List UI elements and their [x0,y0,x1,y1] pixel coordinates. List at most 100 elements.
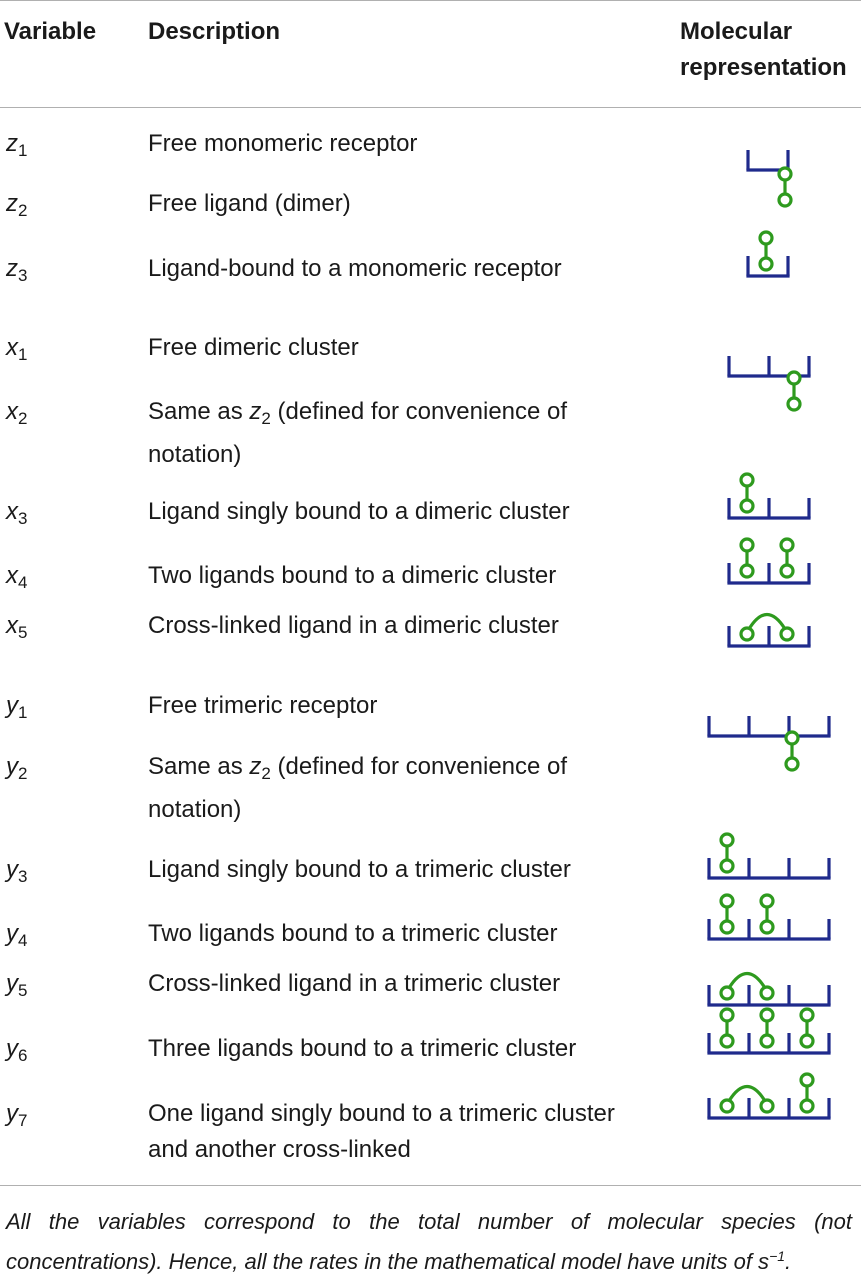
molecular-diagram [784,730,800,772]
ligand-ring [759,1007,775,1023]
ligand-ring [799,1072,815,1088]
variable-symbol: y [6,856,18,883]
description-cell: Same as z2 (defined for convenience of n… [148,394,648,473]
variable-subscript: 2 [18,764,28,783]
variable-symbol: z [6,190,18,217]
description-prefix: Same as [148,753,250,780]
ligand-ring [739,563,755,579]
table-footnote: All the variables correspond to the tota… [6,1205,852,1279]
molecular-diagram [746,230,790,278]
description-suffix: (defined for convenience of notation) [148,398,568,468]
ligand-ring [719,919,735,935]
crosslink-arc [727,971,767,989]
molecular-diagram [707,893,831,941]
footnote-end: . [785,1249,792,1274]
header-molecular: Molecular representation [680,14,847,86]
variable-subscript: 5 [18,981,28,1000]
description-cell: Ligand singly bound to a dimeric cluster [148,498,570,525]
ligand-ring [758,230,774,246]
description-variable: z [249,398,262,425]
variable-subscript: 4 [18,931,28,950]
variable-subscript: 3 [18,266,28,285]
description-cell: Free monomeric receptor [148,130,418,157]
description-subscript: 2 [261,764,271,783]
molecular-diagram [707,971,831,1007]
header-molecular-line2: representation [680,54,847,81]
variable-symbol: x [6,612,18,639]
description-cell: Free ligand (dimer) [148,190,351,217]
ligand-ring [739,498,755,514]
ligand-ring [799,1033,815,1049]
ligand-ring [739,537,755,553]
variable-symbol: y [6,1035,18,1062]
description-cell: Ligand-bound to a monomeric receptor [148,255,562,282]
ligand-ring [799,1098,815,1114]
ligand-ring [784,756,800,772]
ligand-ring [786,370,802,386]
ligand-ring [759,919,775,935]
molecular-diagram [727,612,811,648]
header-molecular-line1: Molecular [680,18,793,45]
header-description: Description [148,18,281,45]
variable-subscript: 4 [18,573,28,592]
description-cell: Same as z2 (defined for convenience of n… [148,749,648,828]
ligand-ring [777,166,793,182]
ligand-ring [779,537,795,553]
ligand-ring [777,192,793,208]
bottom-rule [0,1185,861,1186]
variable-subscript: 5 [18,623,28,642]
variable-cell: x3 [6,497,27,534]
top-rule [0,0,861,1]
ligand-ring [739,472,755,488]
ligand-ring [719,858,735,874]
description-prefix: Same as [148,398,250,425]
variable-cell: x2 [6,397,27,434]
variable-symbol: y [6,1100,18,1127]
ligand-ring [719,832,735,848]
crosslink-arc [727,1084,767,1102]
molecular-diagram [786,370,802,412]
description-suffix: (defined for convenience of notation) [148,753,568,823]
variable-subscript: 1 [18,703,28,722]
variable-cell: x4 [6,561,27,598]
molecular-diagram [707,1007,831,1055]
variable-subscript: 1 [18,345,28,364]
variable-symbol: x [6,398,18,425]
variable-symbol: y [6,692,18,719]
ligand-ring [799,1007,815,1023]
variable-subscript: 7 [18,1111,28,1130]
description-cell: Cross-linked ligand in a dimeric cluster [148,612,559,639]
molecular-diagram [727,472,811,520]
variable-symbol: z [6,130,18,157]
description-cell: Two ligands bound to a trimeric cluster [148,920,558,947]
variable-subscript: 2 [18,409,28,428]
ligand-ring [719,985,735,1001]
variable-cell: x5 [6,611,27,648]
ligand-ring [779,626,795,642]
description-cell: Three ligands bound to a trimeric cluste… [148,1035,577,1062]
variable-symbol: z [6,255,18,282]
description-cell: Free trimeric receptor [148,692,378,719]
variable-symbol: x [6,562,18,589]
variable-subscript: 6 [18,1046,28,1065]
description-subscript: 2 [261,409,271,428]
variable-cell: y1 [6,691,27,728]
molecular-diagram [707,832,831,880]
variable-symbol: y [6,970,18,997]
ligand-ring [759,1098,775,1114]
variable-symbol: y [6,753,18,780]
variable-cell: z2 [6,189,27,226]
variable-symbol: x [6,498,18,525]
variable-subscript: 3 [18,509,28,528]
ligand-ring [779,563,795,579]
ligand-ring [759,1033,775,1049]
molecular-diagram [707,716,831,738]
ligand-ring [719,1098,735,1114]
molecular-diagram [777,166,793,208]
variable-symbol: y [6,920,18,947]
variable-cell: z3 [6,254,27,291]
variable-cell: y7 [6,1099,27,1136]
header-rule [0,107,861,108]
ligand-ring [719,1033,735,1049]
ligand-ring [759,893,775,909]
